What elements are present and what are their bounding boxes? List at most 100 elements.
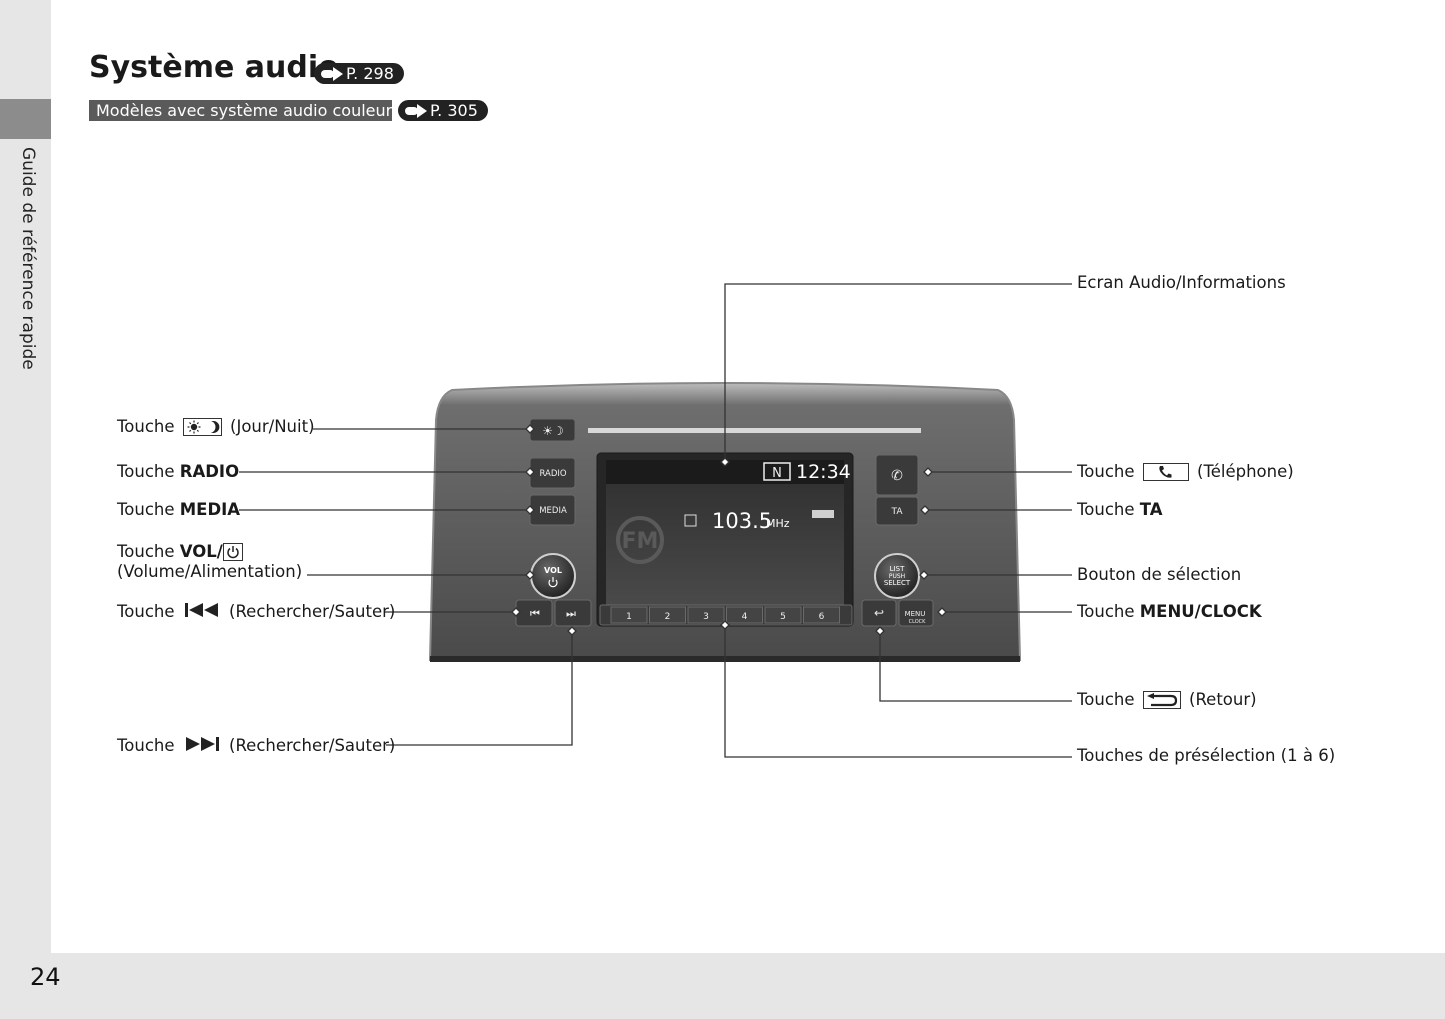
disc-slot <box>588 428 921 433</box>
callout-marker <box>511 607 521 617</box>
callout-prefix: Touche <box>117 417 175 436</box>
preset-label: 4 <box>742 612 748 622</box>
selector-label-push: PUSH <box>889 573 905 580</box>
sun-moon-icon: ☀☽ <box>542 424 564 438</box>
callout-back: Touche (Retour) <box>1077 690 1257 710</box>
audio-info-screen <box>606 460 844 618</box>
callout-suffix: (Retour) <box>1189 690 1257 709</box>
callout-media: Touche MEDIA <box>117 500 240 520</box>
preset-indicator <box>684 514 697 527</box>
skip-forward-icon: ⏭ <box>566 607 576 620</box>
skip-back-icon: ⏮ <box>530 607 540 620</box>
callout-seek-forward: Touche (Rechercher/Sauter) <box>117 736 395 757</box>
back-arrow-icon: ↩ <box>874 606 884 620</box>
callout-vol-description: (Volume/Alimentation) <box>117 562 303 581</box>
sidebar <box>0 0 51 1019</box>
selector-knob <box>874 553 920 599</box>
callout-prefix: Touche <box>117 462 175 481</box>
skip-back-icon <box>184 602 220 623</box>
preset-label: 3 <box>703 612 709 622</box>
back-arrow-icon <box>1142 690 1181 709</box>
callout-selector: Bouton de sélection <box>1077 565 1242 584</box>
callout-marker <box>923 467 933 477</box>
sidebar-tab <box>0 99 51 139</box>
clock-indicator: N <box>772 466 782 481</box>
title-ref-label: P. 298 <box>346 64 394 83</box>
callout-prefix: Touche <box>1077 500 1135 519</box>
power-icon <box>222 542 243 561</box>
preset-button-2[interactable] <box>649 606 686 624</box>
callout-menu-clock: Touche MENU/CLOCK <box>1077 602 1262 622</box>
clock-indicator-box <box>763 462 791 481</box>
callout-prefix: Touche <box>117 736 175 755</box>
ta-button <box>875 496 919 526</box>
callout-bold: MEDIA <box>179 500 241 519</box>
preset-label: 5 <box>780 612 786 622</box>
preset-button-1[interactable] <box>610 606 648 624</box>
callout-marker <box>567 626 577 636</box>
fm-logo: FM <box>622 529 659 554</box>
callout-marker <box>525 424 535 434</box>
callout-marker <box>525 570 535 580</box>
preset-buttons: 1 2 3 4 5 6 <box>610 606 840 624</box>
callout-marker <box>720 620 730 630</box>
callout-bold: MENU/CLOCK <box>1139 602 1262 621</box>
frequency-display: 103.5 <box>712 509 772 533</box>
callout-vol: Touche VOL/ <box>117 542 243 562</box>
preset-label: 6 <box>819 612 825 622</box>
menu-clock-button <box>898 599 934 627</box>
phone-button <box>875 454 919 496</box>
callout-prefix: Touche <box>117 500 175 519</box>
callout-bold: VOL/ <box>179 542 223 561</box>
callout-marker <box>720 457 730 467</box>
callout-prefix: Touche <box>1077 602 1135 621</box>
skip-forward-icon <box>184 736 220 757</box>
callout-bold: RADIO <box>179 462 240 481</box>
footer-bar <box>51 953 1445 1019</box>
callout-prefix: Touche <box>1077 462 1135 481</box>
preset-button-5[interactable] <box>764 606 802 624</box>
callout-marker <box>920 505 930 515</box>
callout-prefix: Touche <box>1077 690 1135 709</box>
callout-marker <box>937 607 947 617</box>
frequency-unit: MHz <box>766 517 790 530</box>
clock-button-label: CLOCK <box>909 619 927 625</box>
preset-button-4[interactable] <box>726 606 763 624</box>
selector-label-select: SELECT <box>884 579 911 587</box>
subtitle-page-reference-link[interactable]: P. 305 <box>398 100 488 121</box>
fm-logo-mark <box>616 516 664 564</box>
callout-bold: TA <box>1139 500 1163 519</box>
preset-label: 1 <box>626 612 632 622</box>
subtitle-ref-label: P. 305 <box>430 101 478 120</box>
callout-marker <box>919 570 929 580</box>
callout-suffix: (Jour/Nuit) <box>230 417 315 436</box>
clock-display: 12:34 <box>796 461 851 483</box>
selector-label-list: LIST <box>890 565 905 573</box>
back-button <box>861 599 897 627</box>
callout-markers <box>511 424 947 636</box>
callout-prefix: Touche <box>117 602 175 621</box>
preset-label: 2 <box>665 612 671 622</box>
callout-suffix: (Rechercher/Sauter) <box>229 736 396 755</box>
reference-arrow-icon <box>405 103 427 118</box>
title-page-reference-link[interactable]: P. 298 <box>314 63 404 84</box>
preset-button-3[interactable] <box>687 606 725 624</box>
phone-icon <box>1142 462 1189 481</box>
model-subtitle: Modèles avec système audio couleur <box>89 100 392 121</box>
vol-power-knob <box>530 553 576 599</box>
callout-phone: Touche (Téléphone) <box>1077 462 1294 482</box>
phone-icon: ✆ <box>891 468 903 484</box>
media-button-label: MEDIA <box>539 506 567 516</box>
callout-marker <box>525 467 535 477</box>
callout-marker <box>875 626 885 636</box>
callout-marker <box>525 505 535 515</box>
callout-screen: Ecran Audio/Informations <box>1077 273 1286 292</box>
callout-radio: Touche RADIO <box>117 462 239 482</box>
signal-indicator <box>812 510 834 518</box>
vol-knob-label: VOL <box>544 566 562 575</box>
power-icon <box>548 577 558 588</box>
callout-prefix: Touche <box>117 542 175 561</box>
callout-suffix: (Rechercher/Sauter) <box>229 602 396 621</box>
preset-button-6[interactable] <box>803 606 840 624</box>
